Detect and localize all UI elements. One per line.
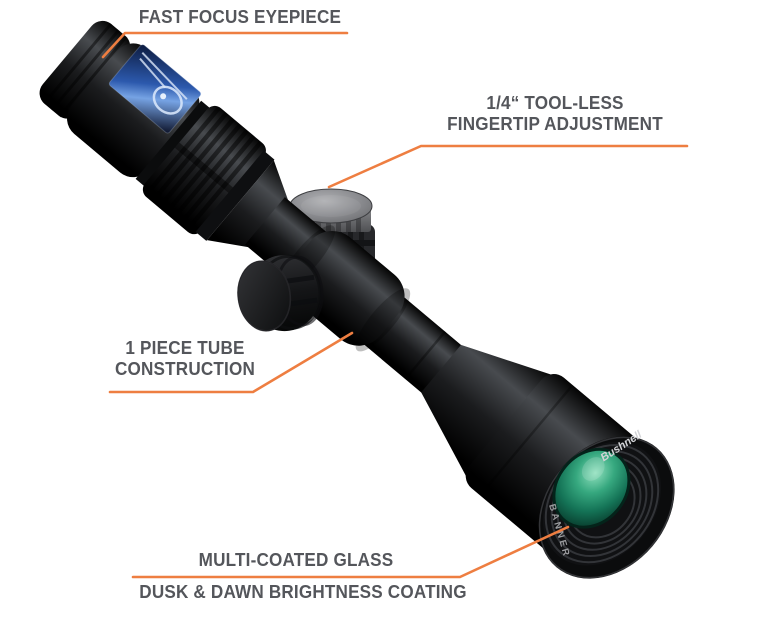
callout-dusk-dawn-coating: DUSK & DAWN BRIGHTNESS COATING <box>132 582 474 603</box>
windage-turret <box>237 254 324 332</box>
callout-multi-coated-glass: MULTI-COATED GLASS <box>177 550 415 571</box>
callout-label: FAST FOCUS EYEPIECE <box>138 7 342 27</box>
scope-body <box>39 20 675 579</box>
tube-seam <box>404 330 447 380</box>
tube-taper <box>206 160 288 248</box>
callout-label-line1: 1/4“ TOOL-LESS <box>486 93 624 113</box>
callout-one-piece-tube: 1 PIECE TUBE CONSTRUCTION <box>90 338 280 380</box>
bell-seam <box>480 385 573 495</box>
leader-fast-focus <box>101 31 349 59</box>
sticker-text-lines <box>139 52 188 100</box>
sticker-swirl <box>152 85 183 115</box>
power-ring-ribs <box>144 106 263 232</box>
callout-label-line2: FINGERTIP ADJUSTMENT <box>447 114 663 134</box>
callout-leaders <box>101 31 689 579</box>
callout-label-line1: 1 PIECE TUBE <box>125 338 245 358</box>
fast-focus-ring <box>39 20 131 119</box>
callout-label: DUSK & DAWN BRIGHTNESS COATING <box>139 582 467 602</box>
lens-highlight <box>581 457 605 481</box>
leader-multi-coated-glass <box>131 525 570 579</box>
callout-fast-focus-eyepiece: FAST FOCUS EYEPIECE <box>126 7 354 28</box>
callout-label: MULTI-COATED GLASS <box>198 550 394 570</box>
turret-cap-sheen <box>301 195 361 217</box>
leader-one-piece-tube <box>108 331 354 394</box>
callout-fingertip-adjustment: 1/4“ TOOL-LESS FINGERTIP ADJUSTMENT <box>432 93 679 135</box>
bell-taper <box>421 344 554 478</box>
objective-lens <box>552 447 631 529</box>
leader-fingertip-adjustment <box>327 144 689 189</box>
ocular-step <box>135 100 212 188</box>
fast-focus-ridges <box>43 22 128 118</box>
windage-face-edge <box>237 260 292 332</box>
callout-label-line2: CONSTRUCTION <box>114 359 256 379</box>
brand-sticker <box>108 44 202 134</box>
power-ring-lip <box>195 150 275 241</box>
saddle-shade-front <box>355 288 411 352</box>
power-ring-groove <box>174 142 236 196</box>
